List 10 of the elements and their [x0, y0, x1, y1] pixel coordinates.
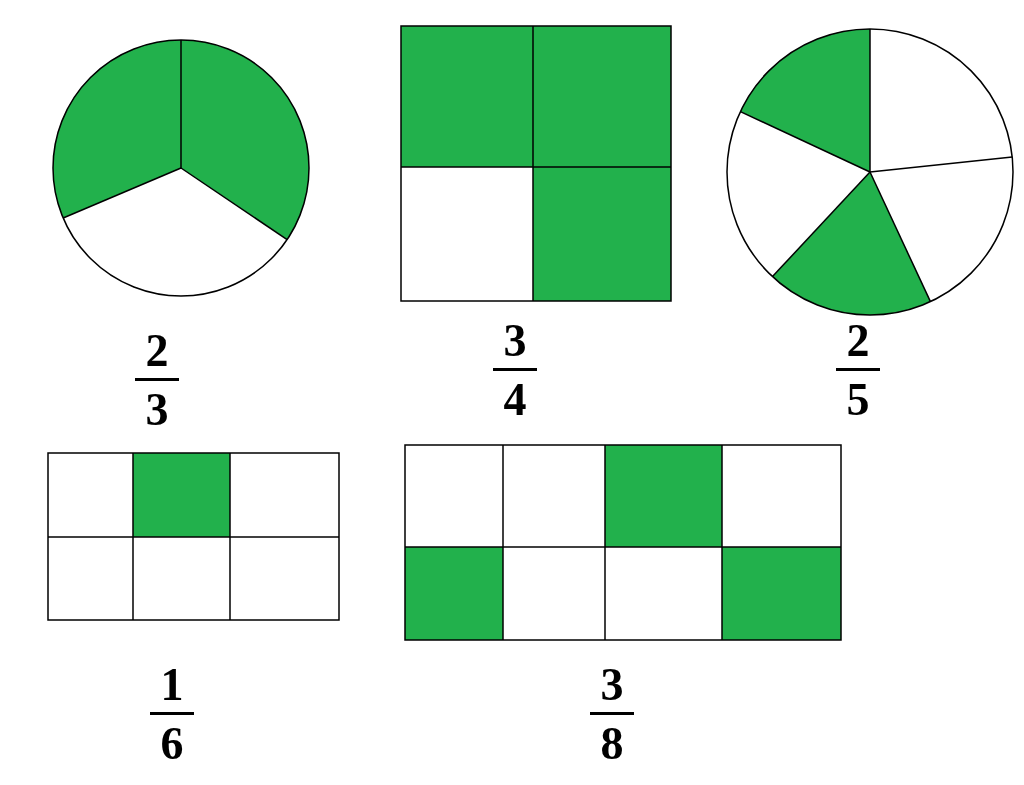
fraction-numerator: 3	[600, 662, 624, 708]
fraction-numerator: 3	[503, 318, 527, 364]
fraction-denominator: 4	[503, 377, 527, 423]
fraction-numerator: 1	[160, 662, 184, 708]
fraction-denominator: 8	[600, 721, 624, 767]
fraction-numerator: 2	[846, 318, 870, 364]
fraction-denominator: 3	[145, 387, 169, 433]
fraction-denominator: 5	[846, 377, 870, 423]
fraction-numerator: 2	[145, 328, 169, 374]
fraction-denominator: 6	[160, 721, 184, 767]
